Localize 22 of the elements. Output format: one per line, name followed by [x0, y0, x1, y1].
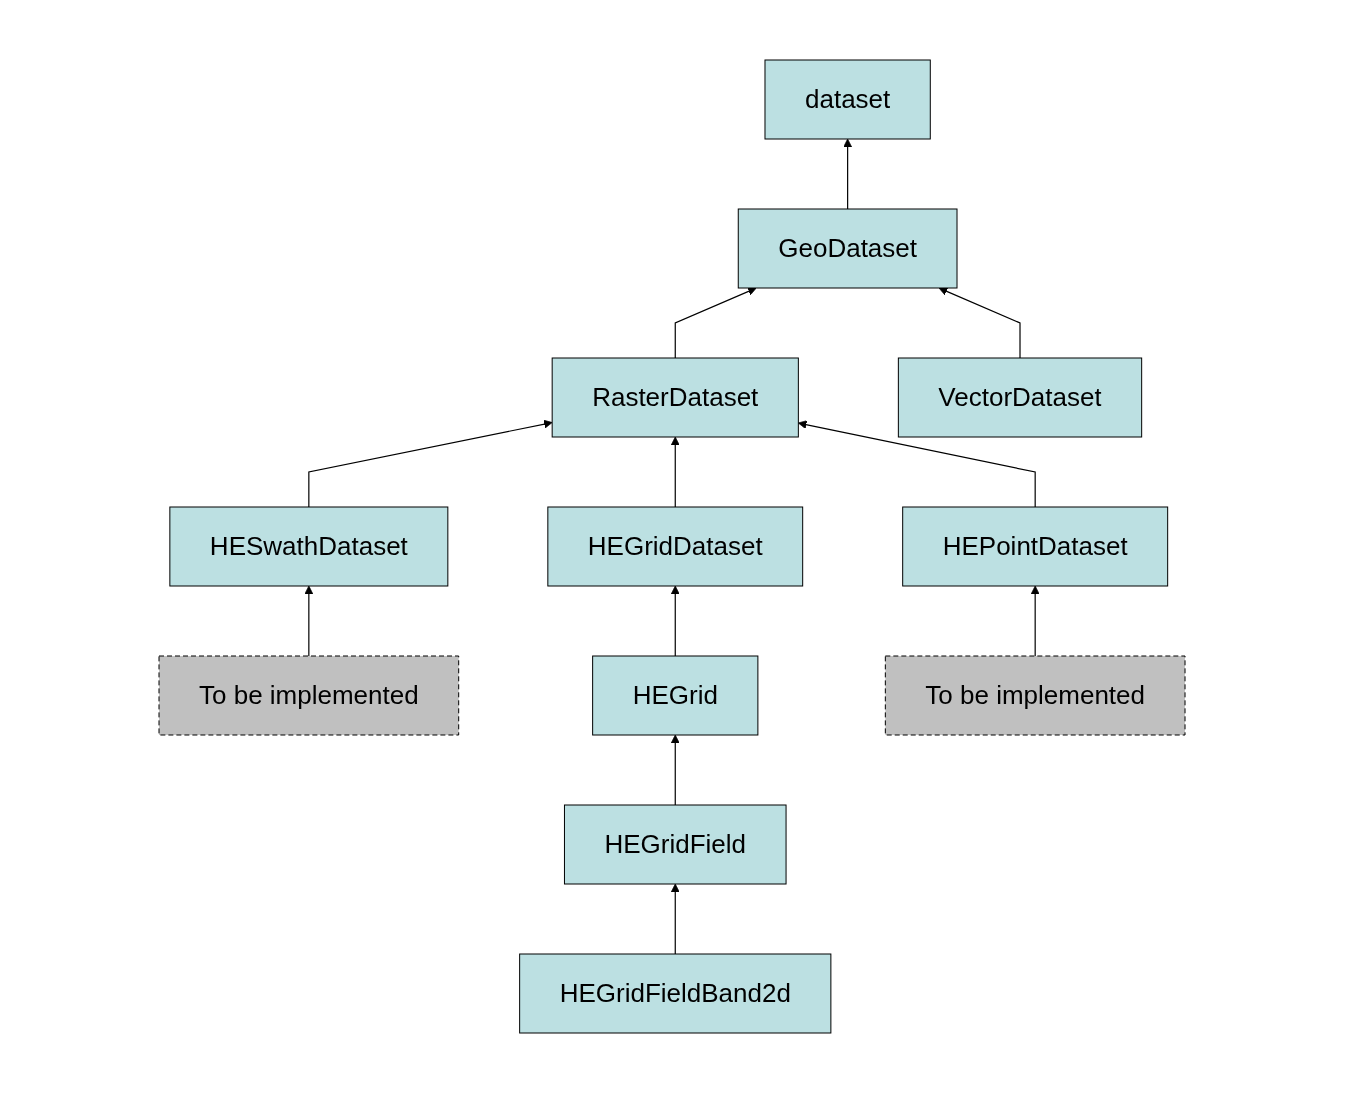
node-box: HEGrid: [592, 655, 759, 736]
node-box: HESwathDataset: [169, 506, 449, 587]
node-box: HEGridField: [564, 804, 788, 885]
arrow: [671, 734, 681, 806]
node-box: HEGridFieldBand2d: [519, 953, 832, 1034]
arrow: [843, 138, 853, 210]
node-box: RasterDataset: [552, 357, 800, 438]
arrow: [939, 287, 1022, 359]
arrow: [308, 419, 554, 508]
arrow: [671, 585, 681, 657]
node-box: GeoDataset: [738, 208, 958, 289]
node-box: HEPointDataset: [902, 506, 1169, 587]
arrow: [304, 585, 314, 657]
arrow: [671, 436, 681, 508]
arrow: [798, 420, 1037, 508]
node-box: dataset: [764, 59, 932, 140]
node-box: To be implemented: [885, 655, 1186, 736]
arrow: [1031, 585, 1041, 657]
arrow: [671, 883, 681, 955]
node-box: To be implemented: [159, 655, 460, 736]
node-box: VectorDataset: [898, 357, 1143, 438]
node-box: HEGridDataset: [547, 506, 804, 587]
